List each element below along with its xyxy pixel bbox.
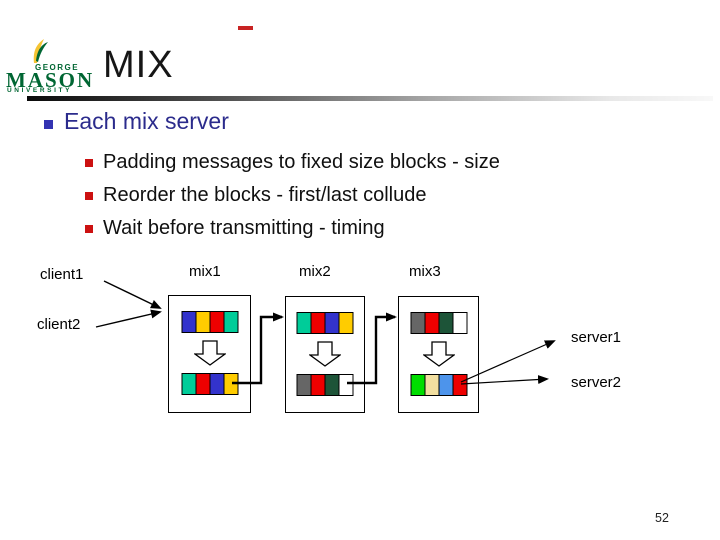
level2-bullet-icon [85,192,93,200]
message-block [310,312,326,334]
title-rule [27,96,713,101]
message-block [296,374,312,396]
message-block [296,312,312,334]
mix2-input-blocks [296,312,354,334]
bullet-item: Padding messages to fixed size blocks - … [103,151,500,173]
mix1-input-blocks [181,311,238,333]
level2-bullet-icon [85,159,93,167]
message-block [310,374,326,396]
page-title: MIX [103,44,174,86]
message-block [424,312,439,334]
message-block [410,312,425,334]
mix3-output-blocks [410,374,467,396]
feather-icon [33,39,48,63]
logo-line-george: GEORGE [35,63,80,72]
message-block [324,374,340,396]
message-block [223,311,238,333]
message-block [410,374,425,396]
down-arrow-icon [309,341,341,367]
message-block [209,311,224,333]
message-block [338,374,354,396]
message-block [195,311,210,333]
message-block [223,373,238,395]
message-block [181,311,196,333]
page-number: 52 [655,511,669,525]
message-block [424,374,439,396]
mix2-output-blocks [296,374,354,396]
message-block [324,312,340,334]
label-client1: client1 [40,266,84,283]
level1-bullet-icon [44,120,53,129]
client1-arrow [103,280,162,309]
mix3-input-blocks [410,312,467,334]
client2-arrow [95,309,162,328]
down-arrow-icon [193,340,226,366]
message-block [181,373,196,395]
section-heading: Each mix server [64,108,229,134]
label-server1: server1 [571,329,622,346]
label-server2: server2 [571,374,622,391]
down-arrow-icon [422,341,455,367]
message-block [452,312,467,334]
mix1-output-blocks [181,373,238,395]
bullet-item: Reorder the blocks - first/last collude [103,184,427,206]
university-logo: GEORGE MASON UNIVERSITY [6,39,101,95]
message-block [338,312,354,334]
bullet-item: Wait before transmitting - timing [103,217,385,239]
label-mix2: mix2 [299,263,331,280]
message-block [438,312,453,334]
level2-bullet-icon [85,225,93,233]
label-client2: client2 [37,316,81,333]
label-mix1: mix1 [189,263,221,280]
label-mix3: mix3 [409,263,441,280]
message-block [209,373,224,395]
logo-line-mason: MASON [6,68,95,92]
mix1-box [168,295,251,413]
message-block [452,374,467,396]
mix2-box [285,296,365,413]
accent-dash [238,26,253,30]
logo-line-university: UNIVERSITY [7,87,73,94]
message-block [438,374,453,396]
mix3-box [398,296,479,413]
message-block [195,373,210,395]
